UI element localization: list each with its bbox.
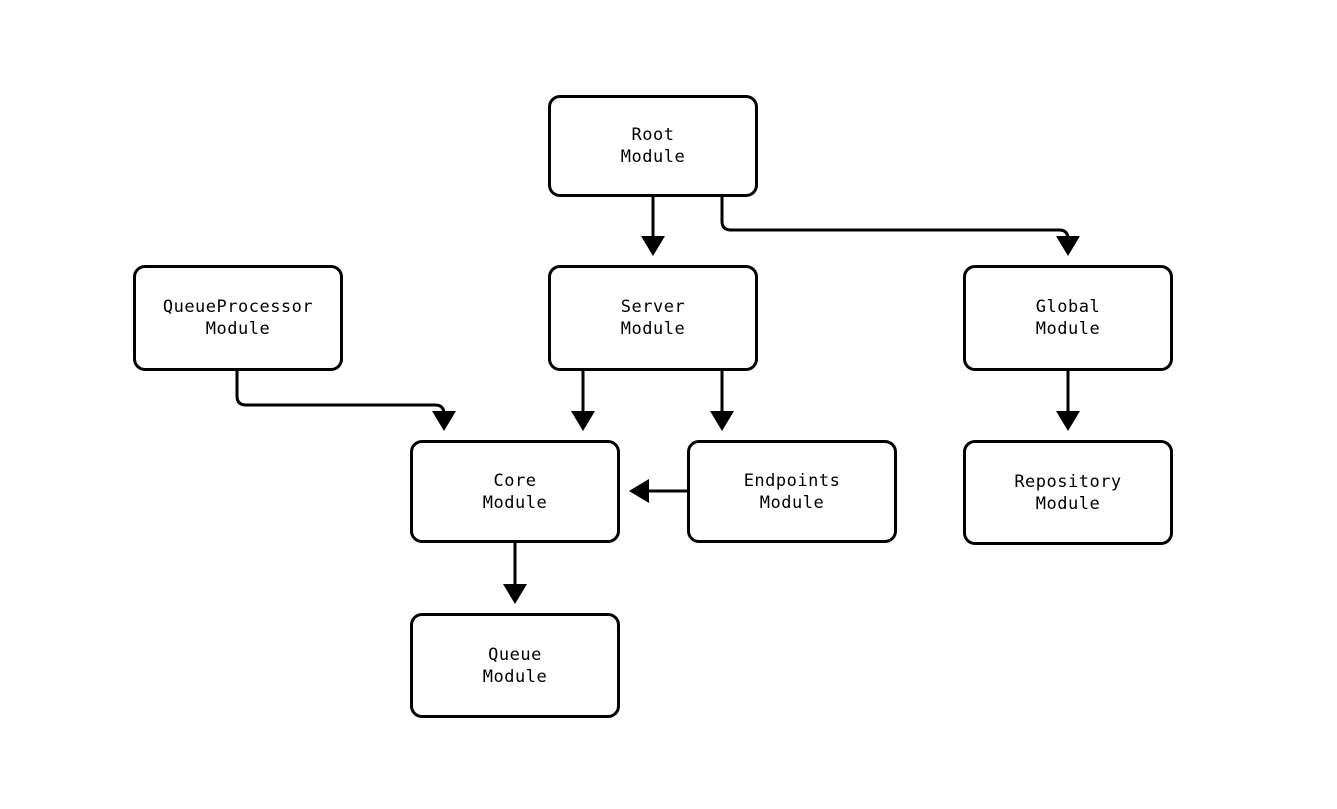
node-core[interactable]: Core Module — [410, 440, 620, 543]
node-server-label-line2: Module — [620, 319, 686, 339]
arrow-server-to-endpoints-head — [710, 411, 734, 431]
node-core-label-line2: Module — [482, 492, 548, 513]
node-queue-label-line1: Queue — [488, 644, 542, 665]
node-queueprocessor-label-line1: QueueProcessor — [162, 297, 314, 317]
node-endpoints[interactable]: Endpoints Module — [687, 440, 897, 543]
arrow-global-to-repository-head — [1056, 411, 1080, 431]
edge-queueprocessor-to-core — [235, 371, 446, 416]
node-queueprocessor[interactable]: QueueProcessor Module — [133, 265, 343, 371]
arrow-queueprocessor-to-core-head — [432, 411, 456, 431]
node-global-label-line2: Module — [1035, 319, 1101, 339]
node-root[interactable]: Root Module — [548, 95, 758, 197]
node-root-label-line1: Root — [631, 125, 675, 145]
arrow-endpoints-to-core-head — [629, 479, 649, 503]
node-endpoints-label-line1: Endpoints — [743, 470, 841, 491]
node-global[interactable]: Global Module — [963, 265, 1173, 371]
arrow-core-to-queue-head — [503, 584, 527, 604]
node-repository-label-line1: Repository — [1014, 471, 1122, 492]
edge-root-to-global — [720, 197, 1070, 241]
node-server-label-line1: Server — [620, 297, 686, 317]
node-root-label-line2: Module — [620, 147, 686, 167]
node-endpoints-label-line2: Module — [759, 492, 825, 513]
arrow-server-to-core-head — [571, 411, 595, 431]
node-server[interactable]: Server Module — [548, 265, 758, 371]
node-global-label-line1: Global — [1035, 297, 1101, 317]
node-queueprocessor-label-line2: Module — [205, 319, 271, 339]
arrow-root-to-server-head — [641, 236, 665, 256]
node-core-label-line1: Core — [493, 470, 537, 491]
node-repository[interactable]: Repository Module — [963, 440, 1173, 545]
node-repository-label-line2: Module — [1035, 493, 1101, 514]
node-queue-label-line2: Module — [482, 666, 548, 687]
arrow-root-to-global-head — [1056, 236, 1080, 256]
node-queue[interactable]: Queue Module — [410, 613, 620, 718]
